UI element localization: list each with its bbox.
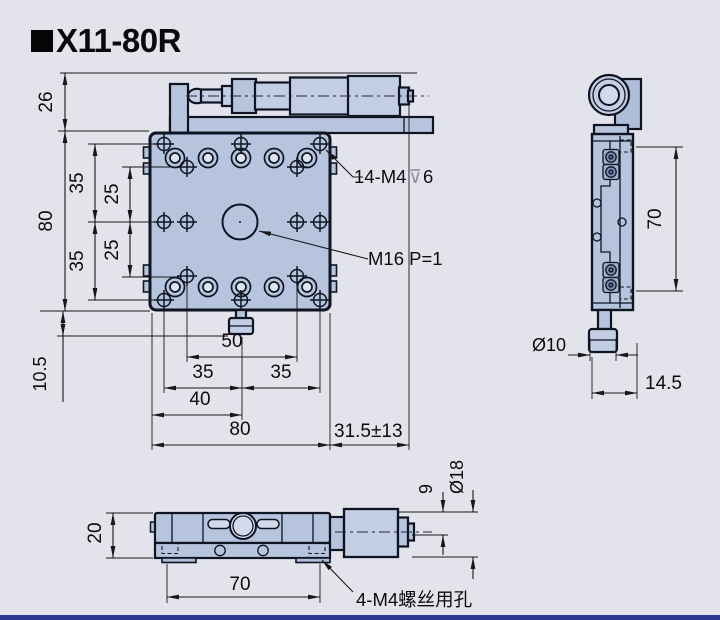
leader-center-hole xyxy=(258,230,369,260)
dim-18-dia: Ø18 xyxy=(447,460,467,494)
label-center-hole: M16 P=1 xyxy=(368,248,443,269)
stage-plate xyxy=(142,131,338,336)
dim-travel: 31.5±13 xyxy=(334,421,403,442)
dim-35-bottom-left: 35 xyxy=(192,362,213,383)
dim-14-5: 14.5 xyxy=(645,373,682,394)
dim-9: 9 xyxy=(416,484,436,494)
dim-50: 50 xyxy=(221,331,242,352)
side-dimensions: 70 Ø10 14.5 xyxy=(532,146,683,399)
hidden-screw-hole-left xyxy=(161,542,179,555)
page-title: X11-80R xyxy=(56,22,181,59)
dim-35-lower: 35 xyxy=(67,250,88,271)
dim-80-bottom: 80 xyxy=(229,419,250,440)
dim-26: 26 xyxy=(36,91,57,112)
hidden-screw-hole-right xyxy=(308,542,326,555)
front-dimensions: 26 80 35 35 25 25 10.5 50 35 35 40 xyxy=(30,72,417,450)
leader-mount-holes xyxy=(325,149,363,178)
dim-70-side: 70 xyxy=(645,208,666,229)
dim-70-bottom: 70 xyxy=(229,574,250,595)
leader-screw-holes xyxy=(321,559,354,593)
bottom-dimensions: 20 70 9 Ø18 4-M4螺丝用孔 xyxy=(85,460,478,610)
bottom-accent-bar xyxy=(0,615,720,620)
dim-10-5: 10.5 xyxy=(30,356,50,391)
title-block: X11-80R xyxy=(31,22,181,60)
bottom-base xyxy=(153,541,332,560)
dim-25-upper: 25 xyxy=(102,183,123,204)
dim-25-lower: 25 xyxy=(102,239,123,260)
title-square-marker xyxy=(31,30,53,52)
label-mount-holes: 14-M4⊽6 xyxy=(354,166,433,187)
label-screw-holes: 4-M4螺丝用孔 xyxy=(356,589,472,610)
micrometer-mount-bar xyxy=(168,115,435,135)
dim-40: 40 xyxy=(189,389,210,410)
dim-35-upper: 35 xyxy=(67,172,88,193)
bottom-view: 20 70 9 Ø18 4-M4螺丝用孔 xyxy=(85,460,478,610)
micrometer-bracket xyxy=(168,82,190,135)
front-labels: 14-M4⊽6 M16 P=1 xyxy=(258,149,443,269)
bottom-center-knob xyxy=(229,512,257,540)
bottom-micrometer-barrel xyxy=(342,507,400,559)
side-view: 70 Ø10 14.5 xyxy=(532,73,683,399)
dim-80-left: 80 xyxy=(36,210,57,231)
micrometer-assembly xyxy=(168,74,435,135)
dim-knob-dia: Ø10 xyxy=(532,335,566,355)
dim-20: 20 xyxy=(85,522,106,543)
front-view: 26 80 35 35 25 25 10.5 50 35 35 40 xyxy=(30,72,443,450)
dim-35-bottom-right: 35 xyxy=(270,362,291,383)
